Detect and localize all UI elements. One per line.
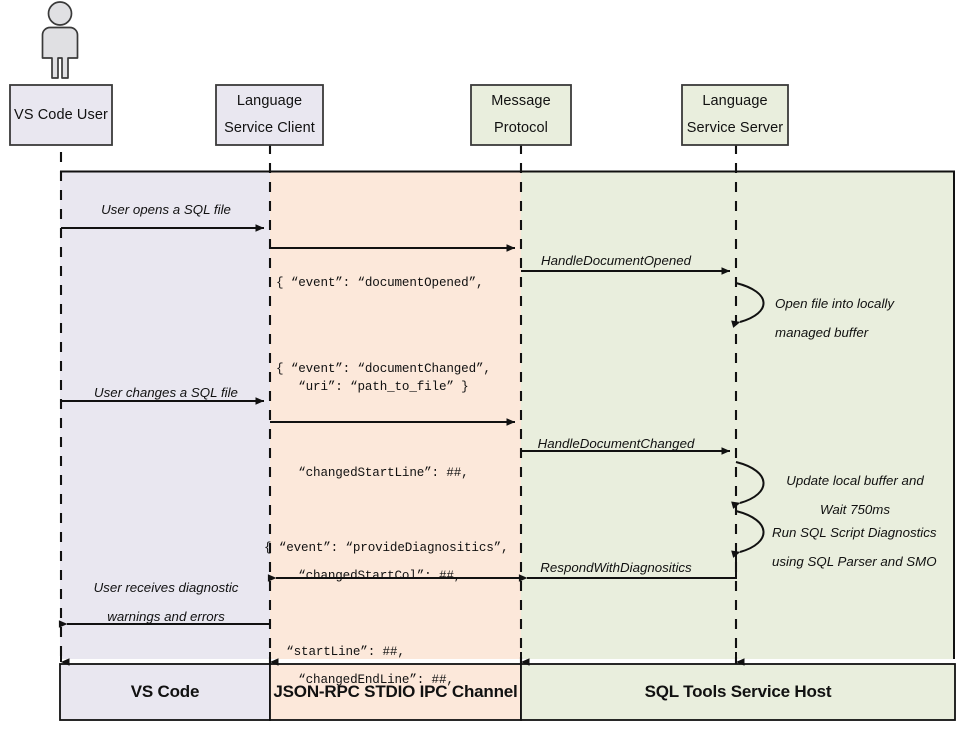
payload-line: “changedStartCol”: ##, xyxy=(276,569,462,583)
lifeline-terminators xyxy=(60,652,745,666)
arrow-respond-with-diagnostics xyxy=(518,548,737,582)
payload-line: “changedEndLine”: ##, xyxy=(276,672,454,687)
participant-head-outlines xyxy=(9,84,789,146)
legend-box-sql-tools xyxy=(520,663,956,721)
payload-document-changed: { “event”: “documentChanged”, “changedSt… xyxy=(276,283,520,732)
self-arrow-open-file xyxy=(731,282,765,328)
participant-label-line: Language xyxy=(702,93,768,110)
note-line: Wait 750ms xyxy=(820,502,890,517)
note-update-buffer: Update local buffer and Wait 750ms xyxy=(775,466,935,524)
participant-label-line: Message xyxy=(491,93,551,110)
lifelines xyxy=(59,144,738,664)
note-line: Run SQL Script Diagnostics xyxy=(772,525,937,540)
note-line: Update local buffer and xyxy=(786,473,924,488)
note-line: Open file into locally xyxy=(775,296,894,311)
note-run-diagnostics: Run SQL Script Diagnostics using SQL Par… xyxy=(772,518,937,576)
legend-box-vs-code xyxy=(59,663,271,721)
note-line: managed buffer xyxy=(775,325,869,340)
payload-line: “uri”: “path_to_file” } xyxy=(276,379,469,394)
self-arrow-run-diagnostics xyxy=(731,510,765,558)
note-line: using SQL Parser and SMO xyxy=(772,554,937,569)
participant-label-line: VS Code User xyxy=(14,106,108,123)
participant-language-service-server[interactable]: Language Service Server xyxy=(682,85,788,145)
note-open-file: Open file into locally managed buffer xyxy=(775,289,894,347)
payload-line: { “event”: “provideDiagnositics”, xyxy=(264,541,509,555)
payload-line: “changedStartLine”: ##, xyxy=(276,465,469,480)
legend-label-sql-tools: SQL Tools Service Host xyxy=(644,682,832,701)
payload-provide-diagnostics: { “event”: “provideDiagnositics”, “start… xyxy=(264,462,509,732)
participant-label-line: Service Server xyxy=(686,120,784,136)
band-vs-code xyxy=(60,172,270,659)
message-label-user-opens-file: User opens a SQL file xyxy=(101,202,231,217)
participant-language-service-client[interactable]: Language Service Client xyxy=(216,85,323,145)
participant-vs-code-user[interactable]: VS Code User xyxy=(10,85,112,145)
legend-label-json-rpc: JSON-RPC STDIO IPC Channel xyxy=(273,682,518,701)
self-arrow-update-buffer xyxy=(731,461,765,509)
payload-line: { “event”: “documentChanged”, xyxy=(276,362,491,376)
message-label-respond-with-diagnostics: RespondWithDiagnositics xyxy=(540,560,692,575)
payload-document-opened: { “event”: “documentOpened”, “uri”: “pat… xyxy=(276,197,484,473)
participant-message-protocol[interactable]: Message Protocol xyxy=(471,85,571,145)
message-label-user-changes-file: User changes a SQL file xyxy=(94,385,238,400)
payload-line: “startLine”: ##, xyxy=(264,644,405,659)
participant-label-line: Service Client xyxy=(224,120,315,136)
legend-label-vs-code: VS Code xyxy=(130,682,200,701)
message-label-line: User receives diagnostic xyxy=(93,580,239,595)
message-label-line: warnings and errors xyxy=(107,609,225,624)
participant-label-line: Language xyxy=(236,93,303,110)
message-label-handle-document-changed: HandleDocumentChanged xyxy=(537,436,695,451)
message-label-handle-document-opened: HandleDocumentOpened xyxy=(540,253,692,268)
payload-line: { “event”: “documentOpened”, xyxy=(276,276,484,290)
legend-box-json-rpc xyxy=(269,663,522,721)
person-icon xyxy=(41,1,79,79)
participant-label-line: Protocol xyxy=(494,120,548,136)
message-label-user-receives-diagnostics: User receives diagnostic warnings and er… xyxy=(94,573,239,631)
